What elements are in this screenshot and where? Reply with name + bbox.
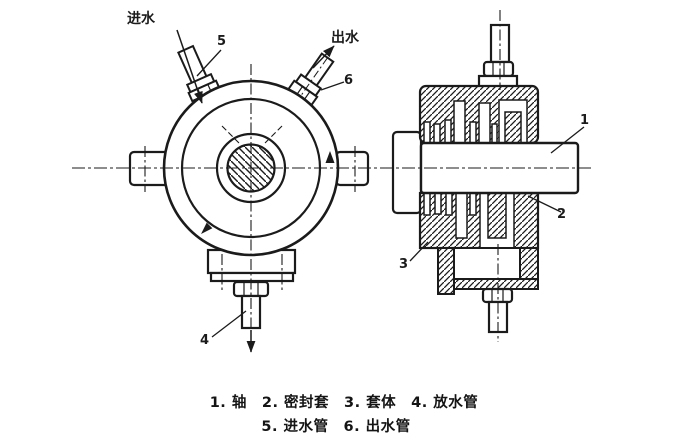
outlet-flow-arrow: [312, 45, 335, 69]
section-view: [391, 10, 585, 342]
inlet-flow-arrow: [176, 29, 203, 104]
labyrinth-lower: [423, 192, 515, 249]
callout-3: 3: [399, 257, 409, 272]
base-lip: [209, 271, 295, 283]
label-outlet: 出水: [331, 30, 359, 46]
callout-1: 1: [580, 113, 590, 128]
front-view: [128, 29, 370, 353]
callout-6: 6: [344, 73, 354, 88]
caption-line-1: 1. 轴 2. 密封套 3. 套体 4. 放水管: [209, 395, 479, 411]
front-leaders: [196, 49, 345, 338]
caption-line-2: 5. 进水管 6. 出水管: [261, 419, 411, 435]
outlet-pipe: [287, 52, 335, 107]
label-inlet: 进水: [127, 11, 155, 27]
callout-4: 4: [200, 333, 210, 348]
section-lug: [391, 130, 423, 215]
callout-5: 5: [217, 34, 227, 49]
jacket-arrow-right: [325, 151, 335, 163]
body-flange: [453, 278, 539, 290]
front-centerlines: [144, 64, 356, 332]
callout-2: 2: [557, 207, 567, 222]
body-foot: [437, 247, 455, 295]
top-pipe-nut: [482, 60, 515, 78]
section-centerlines: [497, 10, 501, 342]
jacket-arrow-left: [201, 222, 213, 234]
section-leaders: [409, 126, 585, 262]
drain-chamber: [453, 247, 521, 280]
